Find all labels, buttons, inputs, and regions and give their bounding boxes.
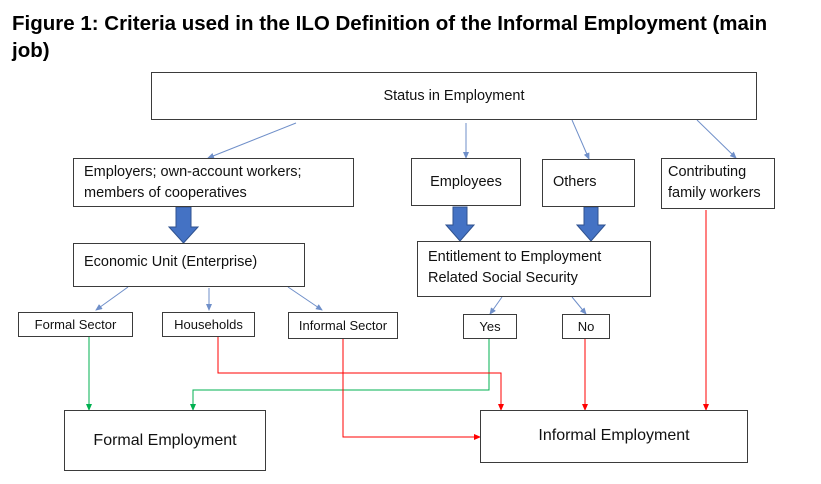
block-arrow-others-to-entitlement [575, 206, 607, 242]
arrow-status-to-contributing [696, 119, 737, 159]
yes-label: Yes [479, 319, 501, 334]
block-arrow-employees-to-entitlement [444, 206, 476, 242]
informal-employment-label: Informal Employment [538, 426, 690, 444]
formal-employment-box: Formal Employment [64, 410, 266, 471]
formal-employment-label: Formal Employment [93, 432, 237, 449]
employers-box: Employers; own-account workers; members … [73, 158, 354, 207]
households-box: Households [162, 312, 255, 337]
economic-unit-label: Economic Unit (Enterprise) [84, 254, 258, 270]
arrow-status-to-others [571, 119, 590, 160]
arrow-unit-to-informal-sector [287, 286, 323, 311]
informal-sector-box: Informal Sector [288, 312, 398, 339]
red-path-informal-sector [342, 339, 481, 440]
arrow-entitlement-to-yes [489, 296, 503, 315]
no-label: No [577, 319, 595, 334]
employees-label: Employees [430, 173, 502, 190]
social-security-entitlement-label: Entitlement to Employment Related Social… [428, 249, 602, 286]
contributing-family-workers-box: Contributing family workers [661, 158, 775, 209]
figure-title: Figure 1: Criteria used in the ILO Defin… [12, 12, 768, 62]
arrow-unit-to-formal-sector [95, 286, 129, 311]
others-label: Others [553, 174, 597, 190]
status-in-employment-label: Status in Employment [383, 87, 525, 104]
others-box: Others [542, 159, 635, 207]
social-security-entitlement-box: Entitlement to Employment Related Social… [417, 241, 651, 297]
block-arrow-employers-to-unit [167, 206, 200, 244]
employees-box: Employees [411, 158, 521, 206]
households-label: Households [174, 317, 243, 332]
green-path-yes [190, 339, 490, 411]
informal-sector-label: Informal Sector [298, 318, 388, 333]
informal-employment-box: Informal Employment [480, 410, 748, 463]
contributing-family-workers-label: Contributing family workers [668, 164, 761, 201]
red-path-households [217, 337, 504, 411]
economic-unit-box: Economic Unit (Enterprise) [73, 243, 305, 287]
employers-label: Employers; own-account workers; members … [84, 164, 302, 201]
no-box: No [562, 314, 610, 339]
formal-sector-label: Formal Sector [34, 317, 117, 332]
arrow-entitlement-to-no [571, 296, 587, 315]
yes-box: Yes [463, 314, 517, 339]
arrow-status-to-employers [207, 122, 297, 159]
status-in-employment-box: Status in Employment [151, 72, 757, 120]
formal-sector-box: Formal Sector [18, 312, 133, 337]
